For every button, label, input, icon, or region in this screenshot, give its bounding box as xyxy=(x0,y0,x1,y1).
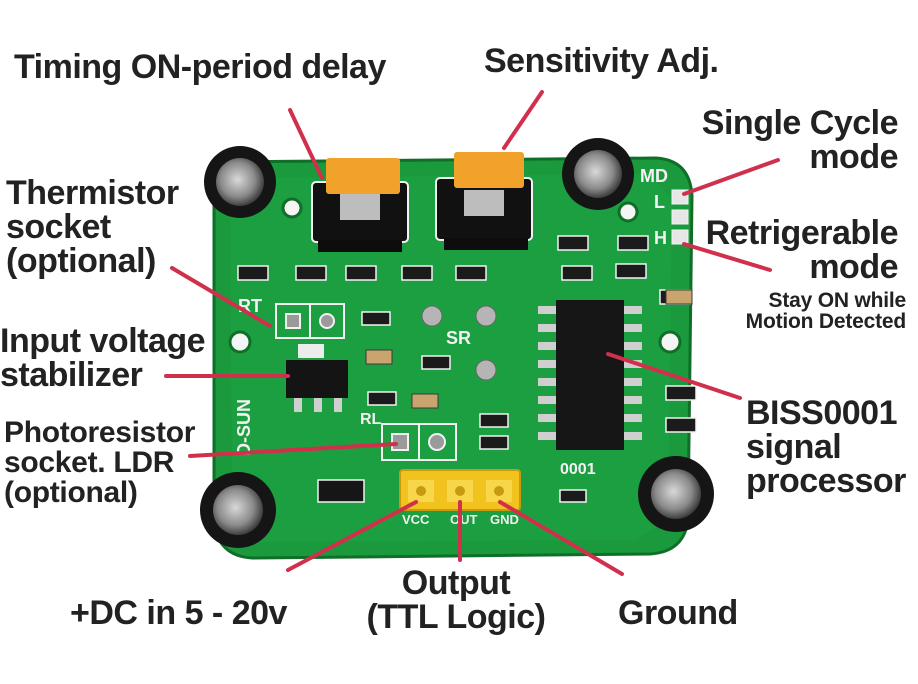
label-photoresistor-line-1: Photoresistor xyxy=(4,416,196,449)
pointer-thermistor xyxy=(170,266,272,328)
capacitor-bottom-left xyxy=(200,472,276,548)
label-input-voltage-line-1: Input voltage xyxy=(0,322,206,360)
label-sensitivity: Sensitivity Adj. xyxy=(484,42,719,80)
pointer-retrigerable xyxy=(682,242,772,272)
header-pins xyxy=(399,469,521,511)
mounting-hole-top-right xyxy=(617,201,639,223)
label-biss0001-line-2: signal xyxy=(746,428,842,466)
thermistor-socket xyxy=(275,303,345,339)
label-output-line-2: (TTL Logic) xyxy=(366,598,546,636)
label-output: Output (TTL Logic) xyxy=(356,566,556,634)
label-thermistor-line-1: Thermistor xyxy=(6,174,179,212)
label-stay-on-line-2: Motion Detected xyxy=(745,310,907,333)
label-input-voltage-line-2: stabilizer xyxy=(0,356,143,394)
pointer-sensitivity xyxy=(502,90,544,150)
label-stay-on: Stay ON while Motion Detected xyxy=(745,289,907,333)
label-photoresistor-line-3: (optional) xyxy=(4,476,138,509)
pointer-dc-in xyxy=(286,500,418,572)
label-single-cycle-line-1: Single Cycle xyxy=(701,104,899,142)
mode-jumper-pads xyxy=(671,189,689,245)
silk-h: H xyxy=(654,228,667,248)
tan-capacitors xyxy=(365,289,693,409)
label-timing-line-1: Timing ON-period delay xyxy=(14,48,386,86)
capacitor-top-right xyxy=(562,138,634,210)
label-single-cycle: Single Cycle mode xyxy=(701,104,899,176)
label-photoresistor: Photoresistor socket. LDR (optional) xyxy=(4,418,195,508)
capacitor-top-left xyxy=(204,146,276,218)
label-thermistor-line-2: socket xyxy=(6,208,111,246)
mounting-hole-right xyxy=(658,330,682,354)
label-biss0001-line-3: processor xyxy=(746,462,906,500)
silk-rl: RL xyxy=(360,411,382,428)
label-single-cycle-line-2: mode xyxy=(809,138,898,176)
screw-1 xyxy=(421,305,443,327)
silk-gnd: GND xyxy=(490,512,519,527)
silk-vcc: VCC xyxy=(402,512,430,527)
label-thermistor: Thermistor socket (optional) xyxy=(6,176,179,278)
silk-out: OUT xyxy=(450,512,478,527)
label-input-voltage: Input voltage stabilizer xyxy=(0,322,206,394)
label-retrigerable-line-2: mode xyxy=(809,248,898,286)
label-stay-on-line-1: Stay ON while xyxy=(768,289,907,312)
label-dc-in-line-1: +DC in 5 - 20v xyxy=(70,594,287,632)
label-ground: Ground xyxy=(618,596,738,630)
pointer-photoresistor xyxy=(188,442,398,458)
pointer-lines xyxy=(164,90,780,576)
timing-potentiometer xyxy=(311,158,409,252)
label-retrigerable-line-1: Retrigerable xyxy=(705,214,899,252)
label-sensitivity-line-1: Sensitivity Adj. xyxy=(484,42,719,80)
label-retrigerable: Retrigerable mode xyxy=(705,214,899,286)
silk-md: MD xyxy=(640,166,668,186)
pcb-board xyxy=(212,156,694,560)
biss0001-chip xyxy=(538,300,642,450)
label-dc-in: +DC in 5 - 20v xyxy=(70,596,287,630)
label-output-line-1: Output xyxy=(401,564,511,602)
silk-chip-code: 0001 xyxy=(560,461,596,478)
label-photoresistor-line-2: socket. LDR xyxy=(4,446,175,479)
mounting-hole-top-left xyxy=(281,197,303,219)
label-timing: Timing ON-period delay xyxy=(14,50,386,84)
pointer-timing xyxy=(288,108,324,180)
screw-3 xyxy=(475,359,497,381)
sensitivity-potentiometer xyxy=(435,152,533,250)
pointer-ground xyxy=(498,500,624,576)
label-thermistor-line-3: (optional) xyxy=(6,242,156,280)
label-ground-line-1: Ground xyxy=(618,594,738,632)
mounting-hole-left xyxy=(228,330,252,354)
silk-sr: SR xyxy=(446,328,471,348)
voltage-regulator xyxy=(286,344,348,412)
pointer-biss xyxy=(606,352,742,400)
screw-2 xyxy=(475,305,497,327)
silk-l: L xyxy=(654,192,665,212)
label-biss0001: BISS0001 signal processor xyxy=(746,396,906,498)
capacitor-bottom-right xyxy=(638,456,714,532)
pointer-single-cycle xyxy=(682,158,780,196)
silk-brand: D-SUN xyxy=(234,399,254,456)
smd-diode xyxy=(317,479,365,503)
label-biss0001-line-1: BISS0001 xyxy=(746,394,897,432)
